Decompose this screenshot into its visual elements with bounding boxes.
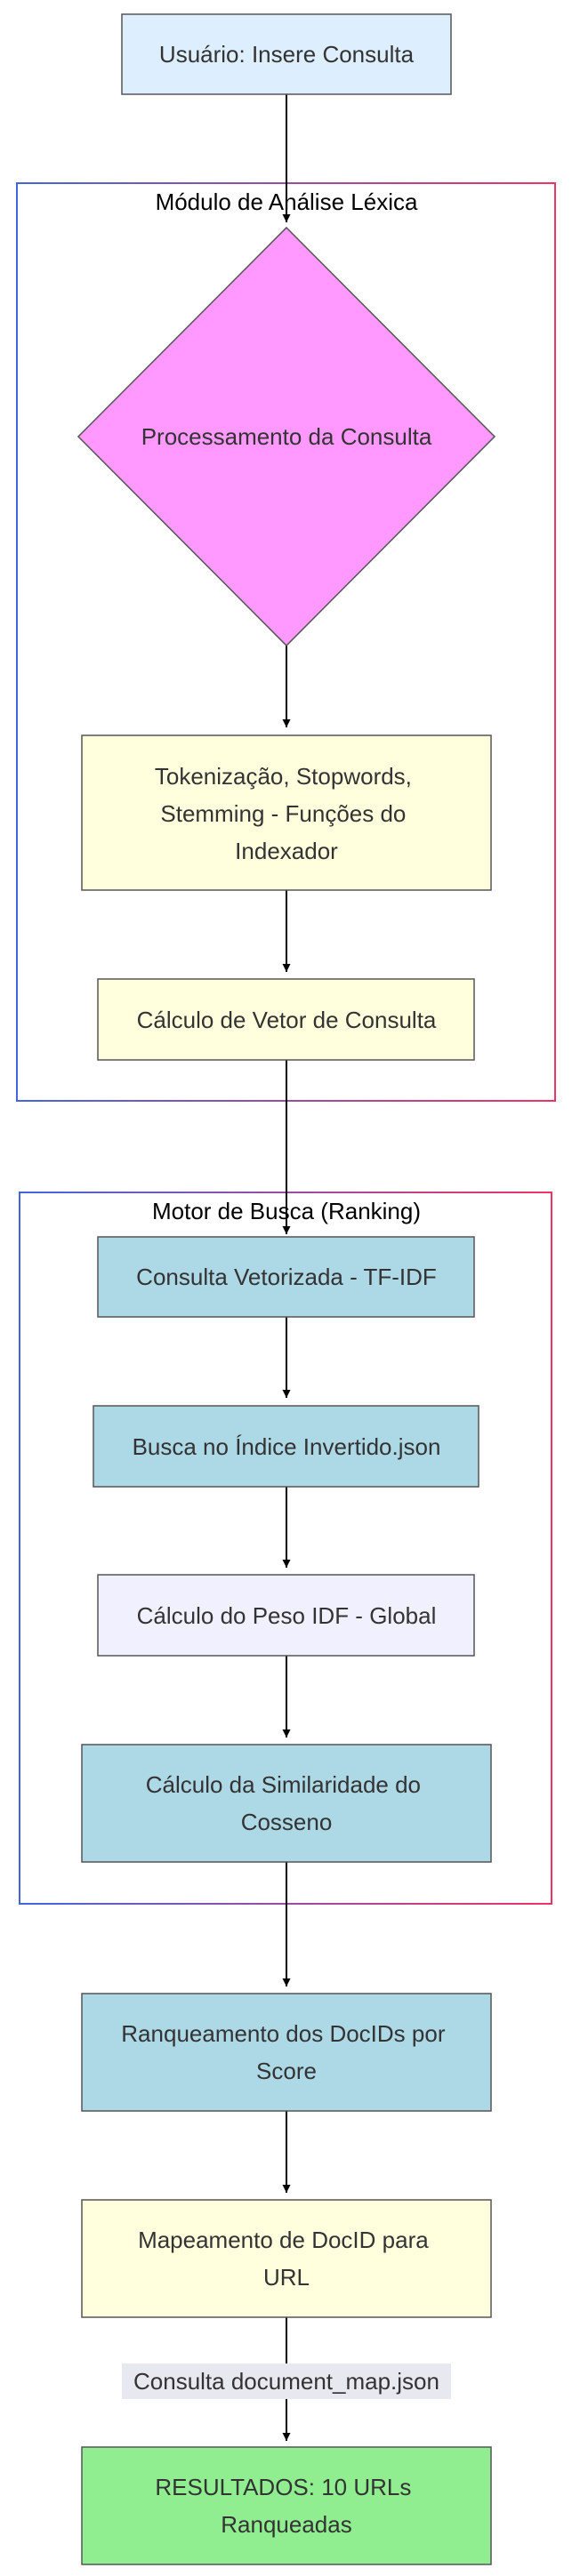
cluster-title-lexical: Módulo de Análise Léxica bbox=[156, 189, 418, 215]
node-tokenization: Tokenização, Stopwords, Stemming - Funçõ… bbox=[81, 734, 492, 891]
node-inverted-index-label: Busca no Índice Invertido.json bbox=[133, 1433, 441, 1460]
node-vectorized-query-label: Consulta Vetorizada - TF-IDF bbox=[136, 1264, 437, 1290]
node-tokenization-label: Tokenização, Stopwords, Stemming - Funçõ… bbox=[155, 763, 418, 864]
node-cosine-similarity-label: Cálculo da Similaridade do Cosseno bbox=[146, 1771, 428, 1835]
node-results-label: RESULTADOS: 10 URLs Ranqueadas bbox=[155, 2474, 417, 2538]
node-url-mapping: Mapeamento de DocID para URL bbox=[81, 2199, 492, 2318]
edge-label-document-map-text: Consulta document_map.json bbox=[133, 2368, 439, 2395]
node-idf-weight: Cálculo do Peso IDF - Global bbox=[97, 1574, 475, 1657]
node-inverted-index: Busca no Índice Invertido.json bbox=[93, 1405, 479, 1488]
node-idf-weight-label: Cálculo do Peso IDF - Global bbox=[137, 1602, 437, 1629]
node-user-query: Usuário: Insere Consulta bbox=[121, 13, 452, 95]
cluster-title-search: Motor de Busca (Ranking) bbox=[152, 1198, 421, 1224]
node-url-mapping-label: Mapeamento de DocID para URL bbox=[138, 2227, 435, 2291]
node-query-processing-label: Processamento da Consulta bbox=[141, 423, 432, 450]
node-query-vector: Cálculo de Vetor de Consulta bbox=[97, 978, 475, 1061]
node-query-processing: Processamento da Consulta bbox=[77, 226, 496, 647]
node-results: RESULTADOS: 10 URLs Ranqueadas bbox=[81, 2446, 492, 2565]
node-ranking: Ranqueamento dos DocIDs por Score bbox=[81, 1993, 492, 2112]
node-cosine-similarity: Cálculo da Similaridade do Cosseno bbox=[81, 1744, 492, 1863]
node-user-query-label: Usuário: Insere Consulta bbox=[159, 41, 415, 68]
node-ranking-label: Ranqueamento dos DocIDs por Score bbox=[121, 2020, 451, 2084]
node-vectorized-query: Consulta Vetorizada - TF-IDF bbox=[97, 1236, 475, 1318]
edge-label-document-map: Consulta document_map.json bbox=[122, 2363, 451, 2399]
node-query-vector-label: Cálculo de Vetor de Consulta bbox=[137, 1007, 437, 1033]
